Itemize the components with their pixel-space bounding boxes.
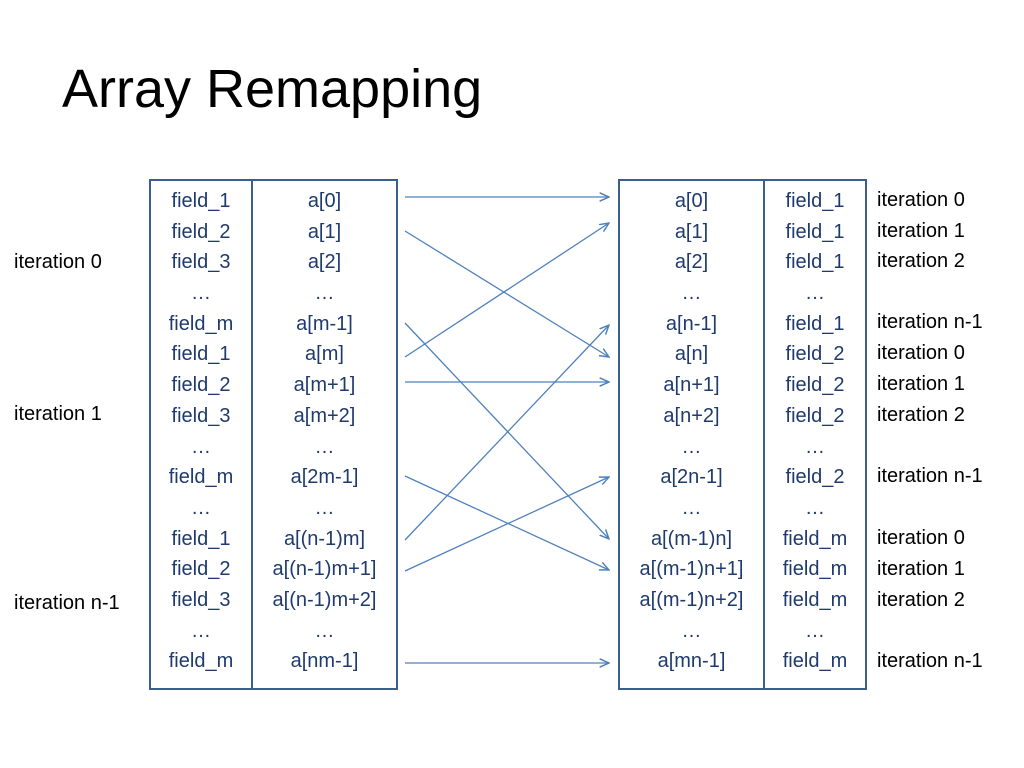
table-cell: field_m	[782, 588, 848, 611]
left-arrays-column: a[0] a[1] a[2] … a[m-1] a[m] a[m+1] a[m+2] … a[2m…	[253, 186, 396, 677]
table-cell: a[m+1]	[293, 374, 356, 397]
arrow-am1-to-amn	[404, 322, 609, 539]
table-cell: field_m	[782, 527, 848, 550]
table-cell: field_2	[171, 374, 231, 397]
table-cell: field_1	[171, 343, 231, 366]
right-label: iteration 2	[877, 250, 965, 272]
arrow-an1m-to-an1	[404, 325, 609, 541]
table-cell: a[n-1]	[665, 312, 718, 335]
table-cell: a[(m-1)n+1]	[639, 558, 744, 581]
table-cell: a[mn-1]	[657, 650, 726, 673]
table-cell: a[m-1]	[296, 312, 353, 335]
table-cell: field_m	[168, 466, 234, 489]
table-cell: field_2	[785, 404, 845, 427]
table-cell: …	[681, 282, 702, 305]
table-cell: field_m	[782, 650, 848, 673]
table-cell: field_3	[171, 588, 231, 611]
table-cell: a[n]	[674, 343, 709, 366]
arrow-an1m1-to-a2n1	[404, 477, 609, 572]
right-label: iteration 0	[877, 189, 965, 211]
table-cell: field_m	[782, 558, 848, 581]
table-cell: …	[191, 619, 211, 642]
left-label: iteration 0	[14, 251, 102, 273]
table-cell: field_2	[785, 374, 845, 397]
arrow-a2m1-to-amn1	[404, 475, 609, 570]
table-cell: a[1]	[674, 220, 709, 243]
table-cell: …	[681, 496, 702, 519]
table-cell: a[n+1]	[663, 374, 720, 397]
table-cell: field_1	[785, 190, 845, 212]
table-cell: …	[805, 619, 825, 642]
table-cell: field_2	[785, 343, 845, 366]
table-cell: field_1	[785, 312, 845, 335]
table-cell: field_m	[168, 312, 234, 335]
table-cell: …	[191, 435, 211, 458]
right-label: iteration 0	[877, 527, 965, 549]
table-cell: field_3	[171, 251, 231, 274]
table-cell: a[2]	[674, 251, 709, 274]
table-cell: a[n+2]	[663, 404, 720, 427]
table-cell: …	[314, 496, 335, 519]
right-label: iteration 1	[877, 220, 965, 242]
right-label: iteration 2	[877, 404, 965, 426]
table-cell: field_1	[171, 527, 231, 550]
table-cell: a[(n-1)m+1]	[272, 558, 377, 581]
table-cell: …	[314, 435, 335, 458]
right-arrays-column: a[0] a[1] a[2] … a[n-1] a[n] a[n+1] a[n+2] … a[2n…	[620, 186, 763, 677]
table-cell: …	[681, 619, 702, 642]
table-cell: field_1	[785, 251, 845, 274]
table-cell: a[(n-1)m+2]	[272, 588, 377, 611]
right-fields-box	[763, 179, 867, 690]
right-label: iteration 1	[877, 558, 965, 580]
table-cell: field_2	[171, 558, 231, 581]
table-cell: …	[805, 282, 825, 305]
table-cell: …	[681, 435, 702, 458]
table-cell: field_1	[171, 190, 231, 212]
table-cell: a[(m-1)n+2]	[639, 588, 744, 611]
table-cell: field_1	[785, 220, 845, 243]
table-cell: a[2n-1]	[660, 466, 723, 489]
table-cell: …	[314, 282, 335, 305]
table-cell: …	[191, 282, 211, 305]
left-arrays-box	[251, 179, 398, 690]
table-cell: field_2	[785, 466, 845, 489]
right-label: iteration 2	[877, 589, 965, 611]
arrow-a1-to-an	[404, 230, 609, 357]
right-label: iteration n-1	[877, 650, 983, 672]
arrow-am-to-a1	[404, 223, 609, 358]
table-cell: a[m]	[305, 343, 344, 366]
left-label: iteration n-1	[14, 592, 120, 614]
table-cell: …	[314, 619, 335, 642]
table-cell: a[2]	[307, 251, 342, 274]
right-label: iteration n-1	[877, 465, 983, 487]
table-cell: a[m+2]	[293, 404, 356, 427]
table-cell: a[0]	[674, 190, 709, 212]
table-cell: a[(n-1)m]	[283, 527, 366, 550]
table-cell: a[1]	[307, 220, 342, 243]
right-label: iteration 1	[877, 373, 965, 395]
table-cell: a[(m-1)n]	[650, 527, 733, 550]
table-cell: …	[805, 435, 825, 458]
table-cell: a[2m-1]	[290, 466, 359, 489]
table-cell: a[0]	[307, 190, 342, 212]
right-label: iteration n-1	[877, 311, 983, 333]
table-cell: field_2	[171, 220, 231, 243]
right-label: iteration 0	[877, 342, 965, 364]
left-label: iteration 1	[14, 403, 102, 425]
table-cell: field_m	[168, 650, 234, 673]
slide-title: Array Remapping	[62, 59, 483, 119]
table-cell: …	[805, 496, 825, 519]
table-cell: a[nm-1]	[290, 650, 359, 673]
table-cell: …	[191, 496, 211, 519]
table-cell: field_3	[171, 404, 231, 427]
